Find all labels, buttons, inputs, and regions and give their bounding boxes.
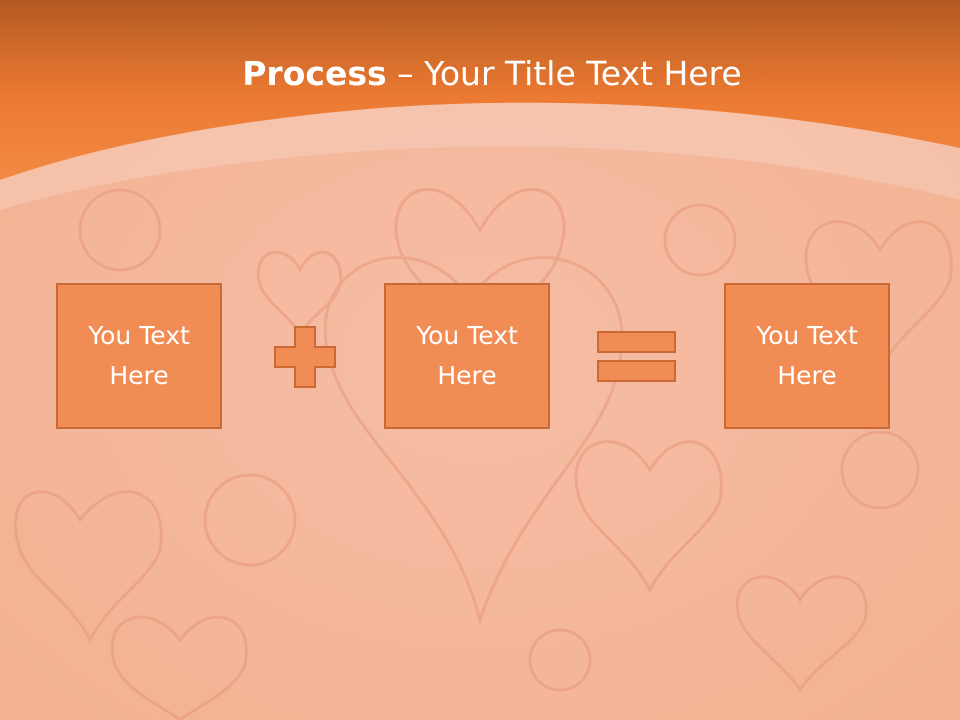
process-box-label: You Text Here	[88, 321, 190, 390]
process-box-1[interactable]: You Text Here	[56, 283, 222, 429]
header-band	[0, 0, 960, 180]
process-box-label: You Text Here	[416, 321, 518, 390]
equals-icon	[597, 331, 676, 382]
title-text: Your Title Text Here	[424, 54, 742, 93]
process-box-label: You Text Here	[756, 321, 858, 390]
process-box-3[interactable]: You Text Here	[724, 283, 890, 429]
title-dash: –	[386, 54, 425, 93]
plus-icon	[274, 326, 336, 388]
slide-title[interactable]: Process – Your Title Text Here	[0, 52, 960, 96]
process-box-2[interactable]: You Text Here	[384, 283, 550, 429]
title-bold: Process	[242, 54, 387, 93]
